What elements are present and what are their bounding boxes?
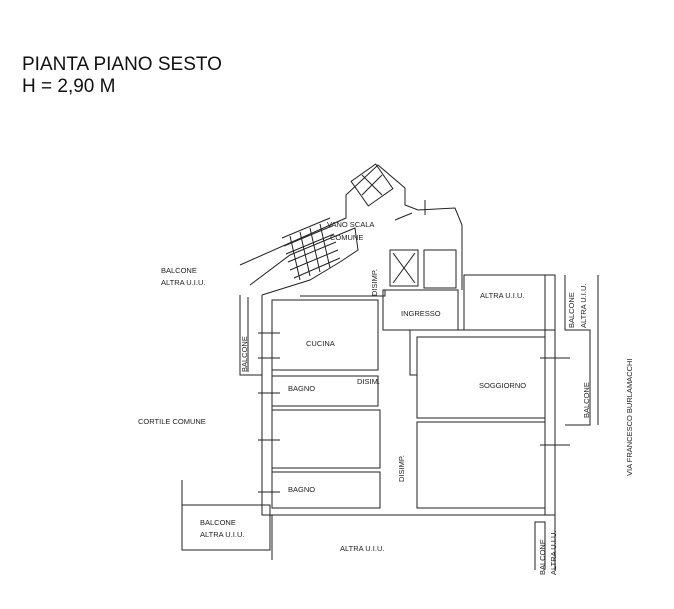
label-altra-uiu-bottom: ALTRA U.I.U. bbox=[340, 544, 384, 553]
label-cucina: CUCINA bbox=[306, 339, 335, 348]
label-disim: DISIM. bbox=[357, 377, 380, 386]
label-balcone-bottom-right-altra: ALTRA U.I.U. bbox=[549, 531, 558, 575]
label-balcone-left: BALCONE bbox=[161, 266, 197, 275]
label-soggiorno: SOGGIORNO bbox=[479, 381, 526, 390]
label-disimp-bottom: DISIMP. bbox=[397, 455, 406, 482]
walls bbox=[181, 163, 599, 570]
plan-height: H = 2,90 M bbox=[22, 76, 115, 97]
label-balcone-bottom-left: BALCONE bbox=[200, 518, 236, 527]
label-bagno-2: BAGNO bbox=[288, 485, 315, 494]
label-street: VIA FRANCESCO BURLAMACCHI bbox=[625, 358, 634, 476]
plan-title: PIANTA PIANO SESTO bbox=[22, 54, 222, 75]
label-disimp-top: DISIMP. bbox=[370, 269, 379, 296]
label-cortile-comune: CORTILE COMUNE bbox=[138, 417, 206, 426]
label-balcone-bottom-left-altra: ALTRA U.I.U. bbox=[200, 530, 244, 539]
label-balcone-top-right-altra: ALTRA U.I.U. bbox=[579, 284, 588, 328]
label-balcone-right: BALCONE bbox=[582, 382, 591, 418]
label-altra-uiu-top-right: ALTRA U.I.U. bbox=[480, 291, 524, 300]
label-balcone-left-altra: ALTRA U.I.U. bbox=[161, 278, 205, 287]
label-balcone-top-right: BALCONE bbox=[567, 292, 576, 328]
stairs bbox=[281, 217, 341, 281]
label-balcone-bottom-right: BALCONE bbox=[538, 539, 547, 575]
label-balcone-cucina: BALCONE bbox=[240, 336, 249, 372]
label-ingresso: INGRESSO bbox=[401, 309, 441, 318]
label-comune: COMUNE bbox=[330, 233, 363, 242]
label-bagno-1: BAGNO bbox=[288, 384, 315, 393]
label-vano-scala: VANO SCALA bbox=[327, 220, 374, 229]
